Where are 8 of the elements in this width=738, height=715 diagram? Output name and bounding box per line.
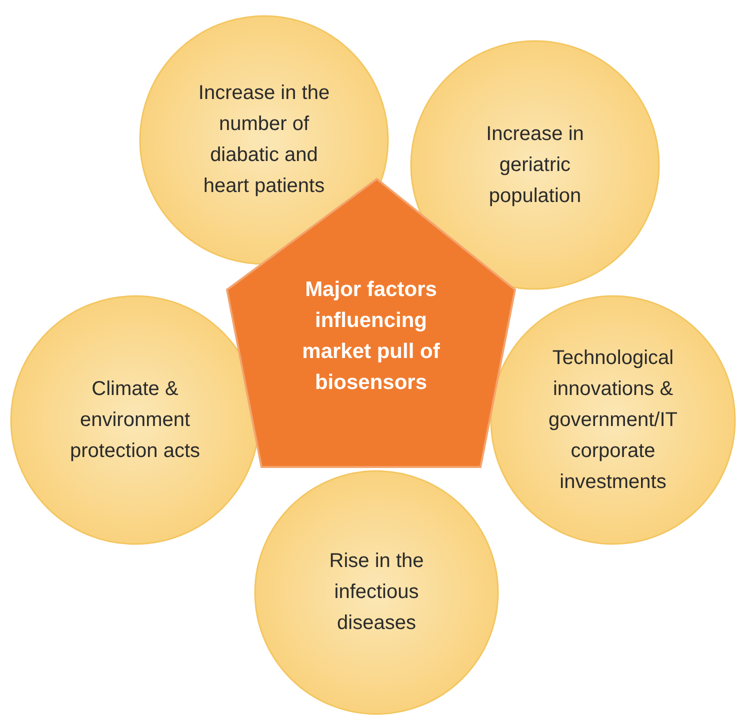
node-label: Rise in the infectious diseases [328, 549, 425, 636]
circle-shape [254, 470, 499, 715]
node-label: Increase in the number of diabatic and heart patients [197, 81, 331, 199]
node-label: Major factors influencing market pull of biosensors [301, 277, 441, 396]
circle-shape [490, 295, 736, 545]
node-label: Increase in geriatric population [485, 122, 585, 208]
node-label: Climate & environment protection acts [68, 376, 202, 464]
node-label: Technological innovations & government/IT corporate investments [548, 346, 678, 494]
